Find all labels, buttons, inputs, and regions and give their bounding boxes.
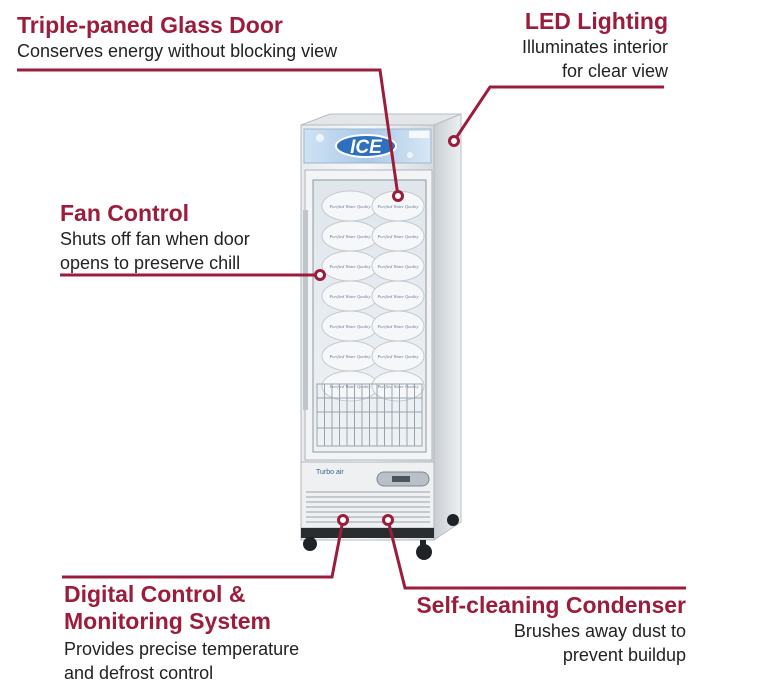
svg-text:Purified Water Quality: Purified Water Quality xyxy=(328,234,370,239)
condenser-grille: Turbo air xyxy=(300,461,435,538)
svg-text:Purified Water Quality: Purified Water Quality xyxy=(376,324,418,329)
digital-title-line2: Monitoring System xyxy=(64,608,272,634)
digital-desc-line1: Provides precise temperature xyxy=(64,639,300,659)
led-line xyxy=(452,85,664,142)
digital-desc-line2: and defrost control xyxy=(64,663,214,683)
wire-basket xyxy=(316,383,423,447)
led-desc-line2: for clear view xyxy=(561,61,668,81)
glass-door-line xyxy=(17,68,400,197)
sign-text: ICE xyxy=(350,137,383,158)
svg-text:Purified Water Quality: Purified Water Quality xyxy=(376,384,418,389)
ice-bag: Purified Water Quality xyxy=(371,370,425,402)
brand-badge: Turbo air xyxy=(316,469,344,476)
svg-text:Purified Water Quality: Purified Water Quality xyxy=(376,234,418,239)
ice-bag: Purified Water Quality xyxy=(321,310,379,342)
ice-bag: Purified Water Quality xyxy=(321,250,379,282)
svg-text:Purified Water Quality: Purified Water Quality xyxy=(376,204,418,209)
callout-led: LED Lighting Illuminates interior for cl… xyxy=(522,8,668,83)
ice-bag: Purified Water Quality xyxy=(321,220,379,252)
caster-wheels xyxy=(303,514,459,560)
svg-text:Purified Water Quality: Purified Water Quality xyxy=(328,354,370,359)
callout-fan: Fan Control Shuts off fan when door open… xyxy=(60,200,250,275)
glass-door-title: Triple-paned Glass Door xyxy=(17,12,283,38)
callout-lines xyxy=(17,68,686,590)
ice-bag: Purified Water Quality xyxy=(321,190,379,222)
svg-text:Purified Water Quality: Purified Water Quality xyxy=(376,264,418,269)
condenser-dot xyxy=(382,514,394,526)
fan-desc-line1: Shuts off fan when door xyxy=(60,229,250,249)
ice-bag: Purified Water Quality xyxy=(321,340,379,372)
ice-bag: Purified Water Quality xyxy=(371,310,425,342)
callout-condenser: Self-cleaning Condenser Brushes away dus… xyxy=(416,592,686,667)
ice-bag: Purified Water Quality xyxy=(321,280,379,312)
fan-title: Fan Control xyxy=(60,200,190,226)
svg-text:Purified Water Quality: Purified Water Quality xyxy=(376,354,418,359)
ice-bag: Purified Water Quality xyxy=(371,280,425,312)
callout-dots xyxy=(314,135,460,526)
svg-text:Purified Water Quality: Purified Water Quality xyxy=(328,294,370,299)
callout-glass-door: Triple-paned Glass Door Conserves energy… xyxy=(17,12,337,63)
callout-digital: Digital Control & Monitoring System Prov… xyxy=(64,581,299,685)
door-handle[interactable] xyxy=(303,210,308,410)
condenser-desc-line1: Brushes away dust to xyxy=(513,621,686,641)
led-dot xyxy=(448,135,460,147)
ice-sign: ICE xyxy=(303,128,432,164)
ice-bag: Purified Water Quality xyxy=(371,340,425,372)
ice-bag: Purified Water Quality xyxy=(371,250,425,282)
fan-desc-line2: opens to preserve chill xyxy=(60,253,241,273)
digital-title-line1: Digital Control & xyxy=(64,581,246,607)
condenser-title: Self-cleaning Condenser xyxy=(416,592,686,618)
svg-text:Purified Water Quality: Purified Water Quality xyxy=(328,384,370,389)
glass-door-dot xyxy=(392,190,404,202)
svg-text:Purified Water Quality: Purified Water Quality xyxy=(376,294,418,299)
condenser-line xyxy=(386,519,686,590)
svg-text:Purified Water Quality: Purified Water Quality xyxy=(328,324,370,329)
led-desc-line1: Illuminates interior xyxy=(521,37,668,57)
digital-dot xyxy=(337,514,349,526)
svg-text:Purified Water Quality: Purified Water Quality xyxy=(328,264,370,269)
svg-text:Purified Water Quality: Purified Water Quality xyxy=(328,204,370,209)
ice-bag: Purified Water Quality xyxy=(371,220,425,252)
digital-line xyxy=(62,519,345,579)
glass-door-desc: Conserves energy without blocking view xyxy=(17,41,338,61)
condenser-desc-line2: prevent buildup xyxy=(562,645,686,665)
led-title: LED Lighting xyxy=(524,8,668,34)
fan-dot xyxy=(314,269,326,281)
